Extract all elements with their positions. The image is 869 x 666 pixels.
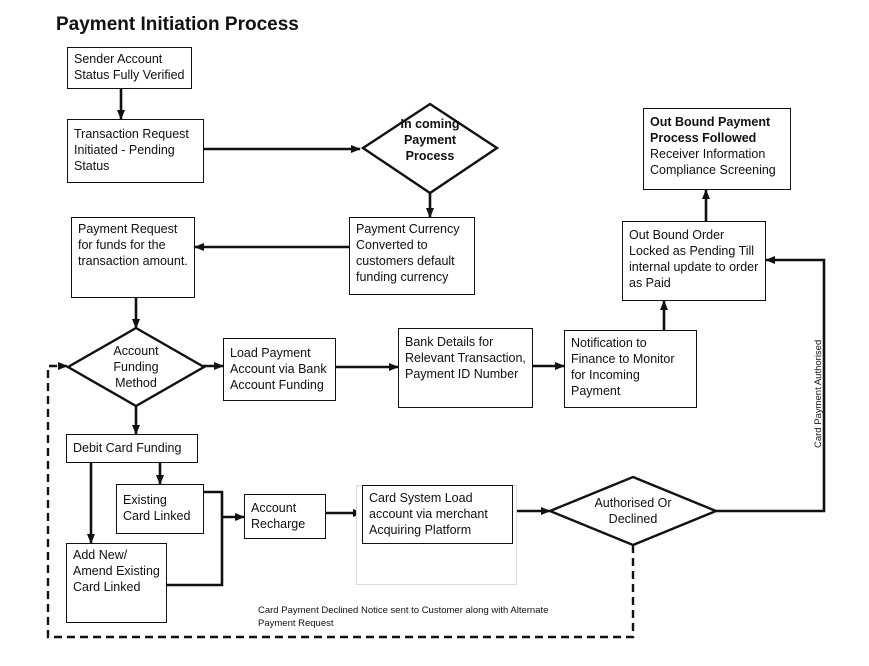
load-payment-box: Load Payment Account via Bank Account Fu…: [223, 338, 336, 401]
authorised-declined-label: Authorised Or Declined: [594, 496, 672, 526]
incoming-payment-diamond: [360, 102, 500, 195]
currency-converted-box: Payment Currency Converted to customers …: [349, 217, 475, 295]
transaction-request-box: Transaction Request Initiated - Pending …: [67, 119, 204, 183]
notification-box: Notification to Finance to Monitor for I…: [564, 330, 697, 408]
arrow-authorised-to-outbound: [716, 256, 826, 513]
card-authorised-label: Card Payment Authorised: [813, 339, 824, 448]
arrow-cards-to-recharge: [167, 490, 244, 587]
add-new-card-box: Add New/ Amend Existing Card Linked: [66, 543, 167, 623]
debit-card-box: Debit Card Funding: [66, 434, 198, 463]
outbound-process-title: Out Bound Payment Process Followed: [650, 115, 771, 145]
account-recharge-box: Account Recharge: [244, 494, 326, 539]
sender-status-box: Sender Account Status Fully Verified: [67, 47, 192, 89]
outbound-order-box: Out Bound Order Locked as Pending Till i…: [622, 221, 766, 301]
existing-card-box: Existing Card Linked: [116, 484, 204, 534]
payment-request-box: Payment Request for funds for the transa…: [71, 217, 195, 298]
outbound-process-body: Receiver Information Compliance Screenin…: [650, 147, 776, 177]
funding-method-diamond: [65, 326, 207, 408]
authorised-declined-diamond: [546, 475, 720, 547]
card-declined-label: Card Payment Declined Notice sent to Cus…: [258, 605, 549, 629]
card-system-box: Card System Load account via merchant Ac…: [362, 485, 513, 544]
funding-method-label: Account Funding Method: [113, 344, 159, 390]
arrow-declined-loop: [46, 362, 635, 639]
incoming-payment-label: In coming Payment Process: [400, 117, 460, 163]
bank-details-box: Bank Details for Relevant Transaction, P…: [398, 328, 533, 408]
outbound-process-box: Out Bound Payment Process Followed Recei…: [643, 108, 791, 190]
page-title: Payment Initiation Process: [56, 14, 299, 35]
